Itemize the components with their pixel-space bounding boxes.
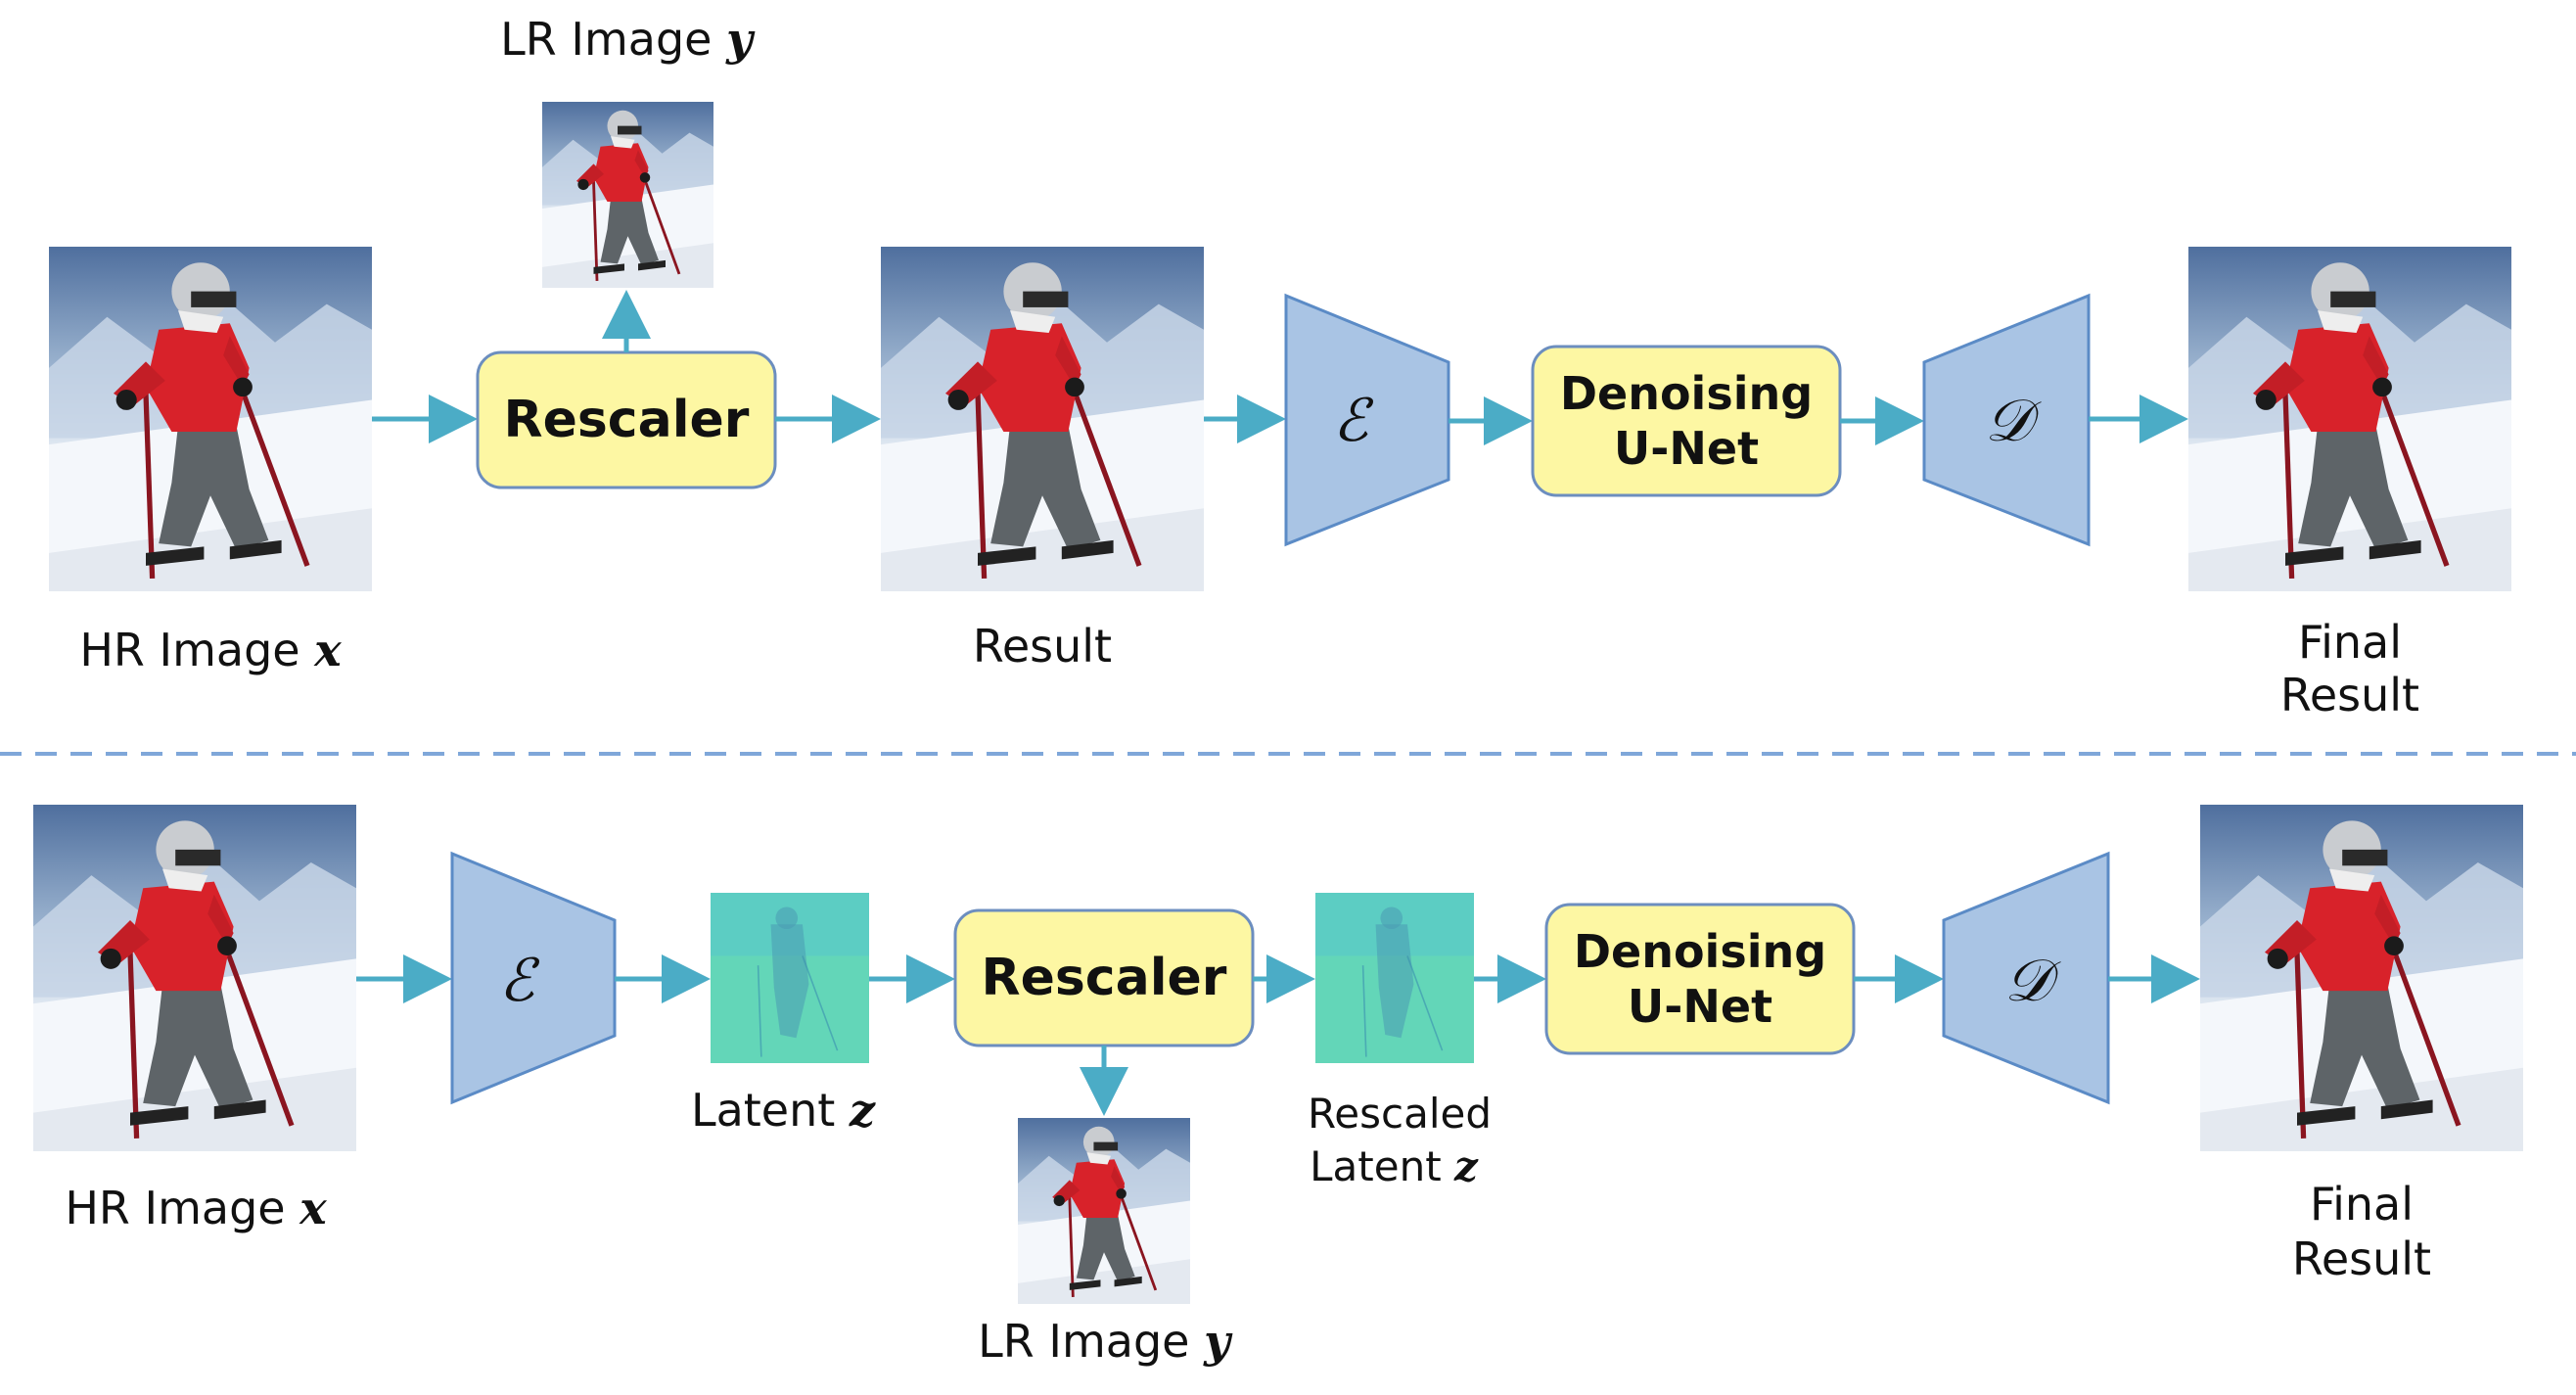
bottom-rescaler-label: Rescaler <box>982 949 1227 1007</box>
top-final-image <box>2188 247 2511 591</box>
top-result-image <box>881 247 1204 591</box>
top-final-line1: Final <box>2298 616 2402 669</box>
bottom-encoder <box>450 851 617 1105</box>
top-rescaler-label: Rescaler <box>504 391 750 449</box>
top-denoising-line2: U-Net <box>1614 422 1759 475</box>
bottom-final-image <box>2200 805 2523 1151</box>
bottom-rescaled-line1: Rescaled <box>1308 1090 1492 1138</box>
top-decoder <box>1922 293 2091 547</box>
bottom-rescaled-latent-image <box>1315 893 1474 1063</box>
bottom-lr-image-label: LR Image y <box>978 1315 1233 1368</box>
bottom-rescaled-line2: Latent z <box>1310 1142 1479 1190</box>
top-encoder-symbol: ℰ <box>1333 387 1374 455</box>
bottom-denoising-line2: U-Net <box>1628 980 1772 1033</box>
bottom-latent-image <box>711 893 869 1063</box>
bottom-hr-image-label: HR Image x <box>65 1182 327 1234</box>
top-lr-image-label: LR Image y <box>500 13 756 66</box>
top-row: HR Image x Rescaler LR Image y Result ℰ … <box>49 13 2511 721</box>
top-result-label: Result <box>973 620 1112 673</box>
bottom-final-line1: Final <box>2310 1178 2414 1231</box>
bottom-encoder-symbol: ℰ <box>499 947 540 1015</box>
bottom-decoder <box>1942 851 2110 1105</box>
top-lr-image <box>542 102 713 288</box>
top-encoder <box>1284 293 1450 547</box>
bottom-row: HR Image x ℰ Latent z Rescaler LR Image … <box>33 805 2523 1368</box>
bottom-latent-label: Latent z <box>691 1084 876 1137</box>
bottom-final-line2: Result <box>2292 1232 2431 1285</box>
bottom-denoising-line1: Denoising <box>1574 925 1826 978</box>
top-hr-image <box>49 247 372 591</box>
top-denoising-line1: Denoising <box>1560 367 1813 420</box>
top-final-line2: Result <box>2280 669 2419 721</box>
bottom-hr-image <box>33 805 356 1151</box>
bottom-lr-image <box>1018 1118 1190 1304</box>
top-hr-image-label: HR Image x <box>79 624 342 676</box>
